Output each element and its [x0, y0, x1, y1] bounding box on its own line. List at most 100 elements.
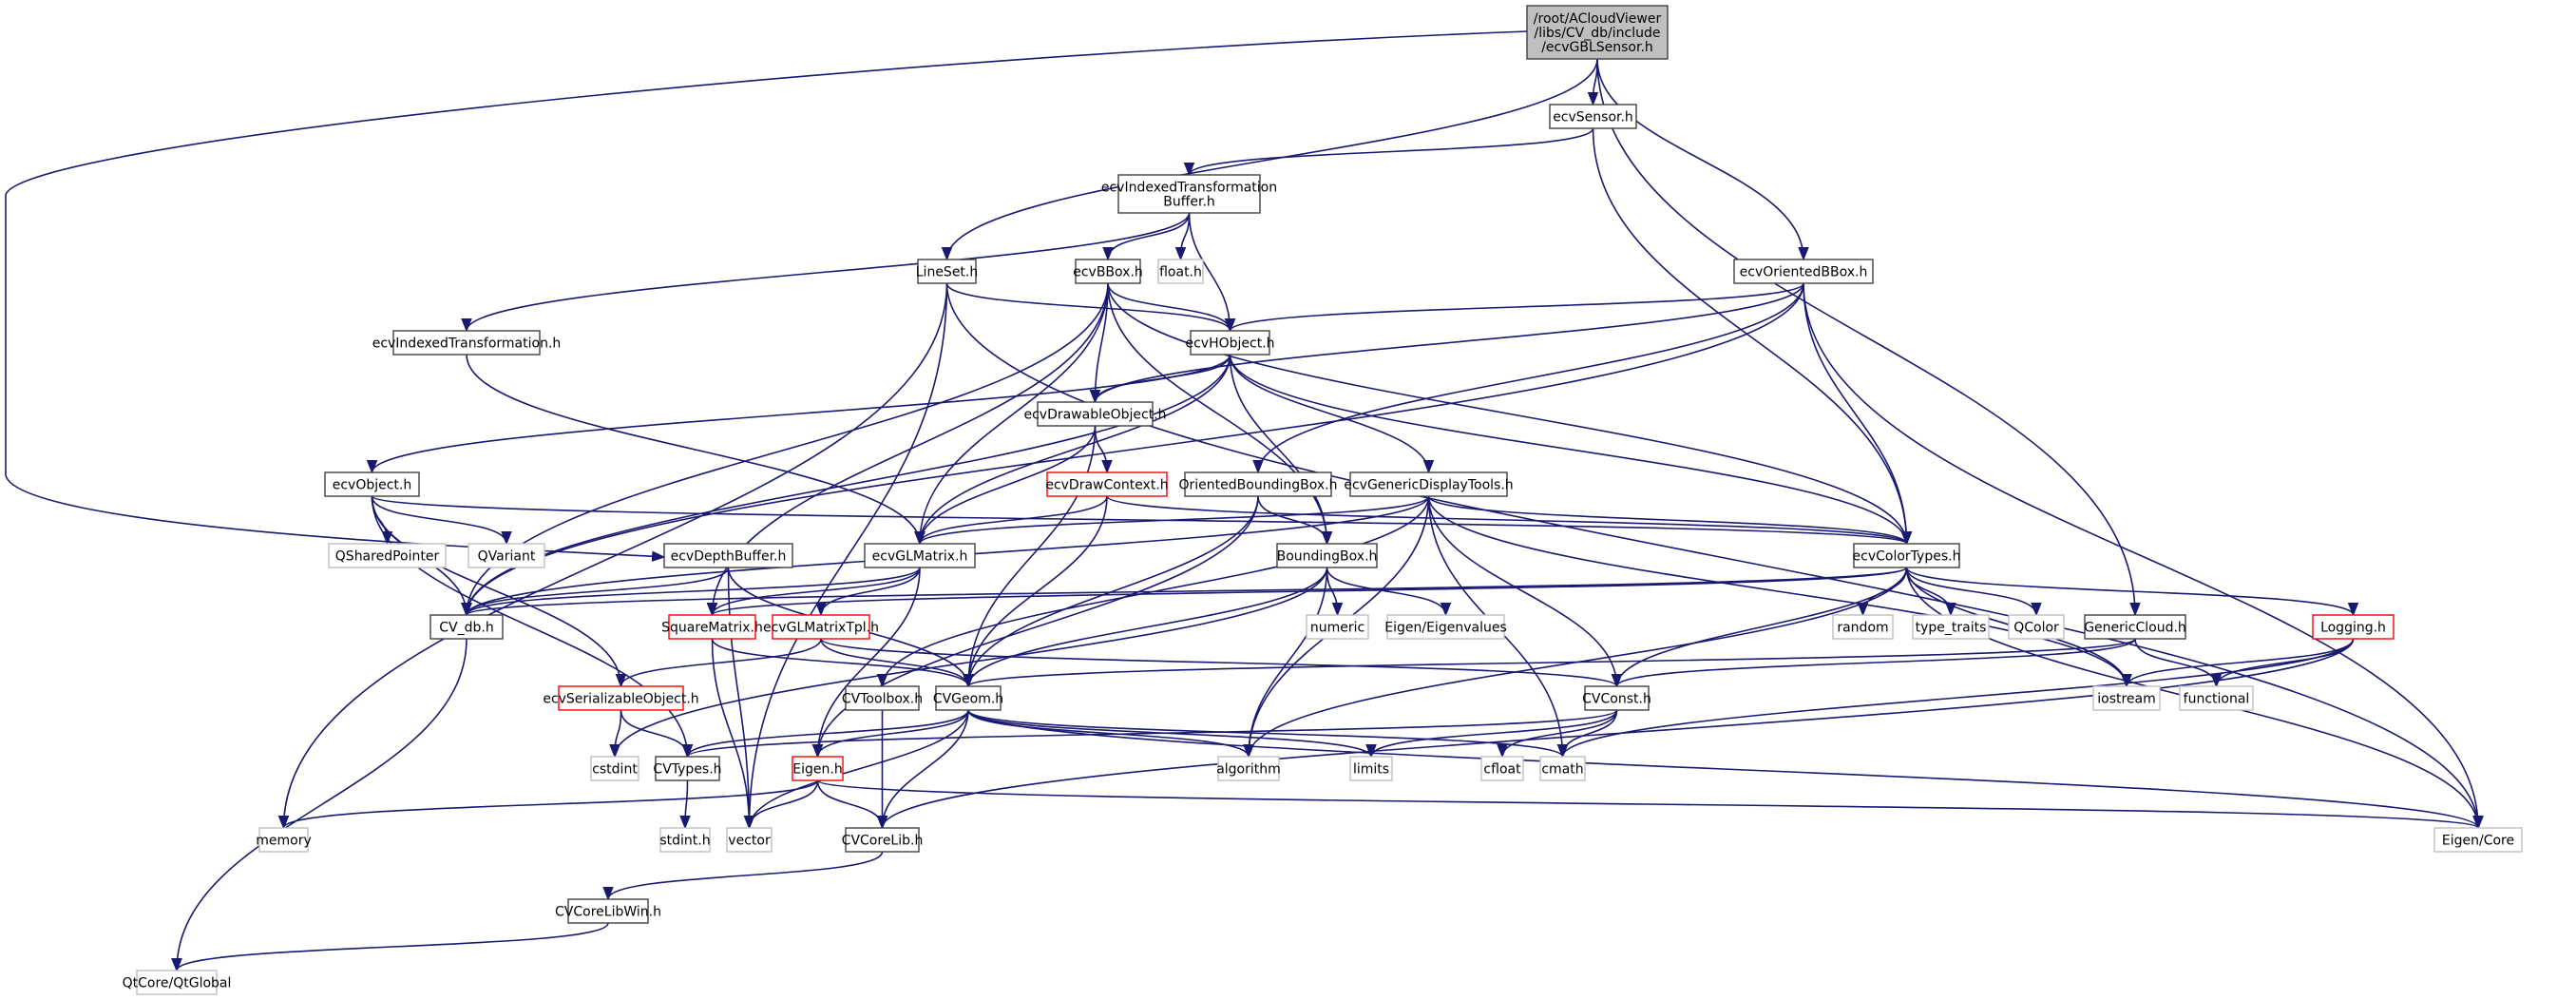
edge-cvgeom-to-cvtypes [681, 709, 969, 759]
edge-ecv-color-types-to-type-traits [1905, 567, 1956, 617]
edge-cvcore-lib-win-to-qt-global [171, 922, 609, 972]
node-generic-cloud[interactable]: GenericCloud.h [2084, 614, 2186, 640]
node-box [655, 756, 720, 781]
node-box [1832, 614, 1894, 640]
node-ecv-sensor[interactable]: ecvSensor.h [1549, 104, 1637, 129]
edge-ecv-bbox-to-ecv-glmatrix [914, 282, 1109, 546]
node-box [917, 259, 977, 284]
edge-eigen-to-cvcore-lib [816, 779, 888, 830]
node-cvcore-lib-win[interactable]: CVCoreLibWin.h [555, 898, 661, 924]
node-cvgeom[interactable]: CVGeom.h [933, 685, 1003, 711]
node-label: LineSet.h [916, 265, 979, 280]
node-cvtypes[interactable]: CVTypes.h [653, 756, 722, 781]
node-label: QtCore/QtGlobal [123, 976, 232, 991]
node-qcolor: QColor [2008, 614, 2065, 640]
node-ecv-hobject[interactable]: ecvHObject.h [1185, 330, 1275, 356]
edge-cv-db-to-qt-global [171, 638, 467, 972]
edge-ecv-draw-context-to-ecv-glmatrix [914, 495, 1108, 546]
node-box [1276, 543, 1378, 568]
edge-eigen-to-vector [743, 779, 819, 830]
edge-line-set-to-ecv-hobject [945, 282, 1236, 333]
node-square-matrix[interactable]: SquareMatrix.h [661, 614, 763, 640]
node-line-set[interactable]: LineSet.h [916, 259, 979, 284]
node-root[interactable]: /root/ACloudViewer/libs/CV_db/include/ec… [1526, 5, 1669, 60]
node-label: type_traits [1916, 621, 1987, 636]
node-ecv-generic-display-tools[interactable]: ecvGenericDisplayTools.h [1344, 471, 1514, 497]
node-label: cstdint [592, 762, 638, 778]
edge-cvtypes-to-stdint [679, 779, 691, 830]
node-cv-db[interactable]: CV_db.h [429, 614, 504, 640]
node-ecv-indexed-transformation[interactable]: ecvIndexedTransformation.h [372, 330, 562, 356]
node-label: CVCoreLibWin.h [555, 905, 661, 920]
edge-ecv-object-to-qvariant [371, 495, 512, 546]
edge-ecv-oriented-bbox-to-ecv-hobject [1225, 282, 1804, 333]
edge-eigen-to-eigen-core [816, 779, 2483, 830]
edge-cvgeom-to-cmath [967, 709, 1568, 759]
edge-cvcore-lib-to-cvcore-lib-win [602, 851, 884, 901]
node-label: ecvGLMatrixTpl.h [763, 621, 879, 636]
node-ecv-depth-buffer[interactable]: ecvDepthBuffer.h [663, 543, 793, 568]
node-label: ecvSerializableObject.h [543, 692, 698, 707]
node-ecv-glmatrix[interactable]: ecvGLMatrix.h [864, 543, 976, 568]
node-label: /libs/CV_db/include [1535, 26, 1661, 41]
node-ecv-draw-context[interactable]: ecvDrawContext.h [1045, 471, 1169, 497]
edge-ecv-oriented-bbox-to-cv-db [461, 282, 1804, 617]
edge-cvconst-to-cvtypes [682, 709, 1618, 759]
node-box [2312, 614, 2395, 640]
node-cvtoolbox[interactable]: CVToolbox.h [842, 685, 923, 711]
node-box [558, 685, 684, 711]
edge-ecv-generic-display-tools-to-cvconst [1427, 495, 1623, 688]
node-cvcore-lib[interactable]: CVCoreLib.h [842, 827, 924, 853]
node-ecv-bbox[interactable]: ecvBBox.h [1073, 259, 1143, 284]
node-label: ecvSensor.h [1553, 110, 1633, 125]
node-box [1853, 543, 1960, 568]
node-label: ecvDrawableObject.h [1023, 408, 1166, 423]
node-box [2084, 614, 2186, 640]
edge-ecv-generic-display-tools-to-ecv-color-types [1427, 495, 1913, 546]
node-bounding-box[interactable]: BoundingBox.h [1276, 543, 1378, 568]
node-ecv-oriented-bbox[interactable]: ecvOrientedBBox.h [1733, 259, 1874, 284]
edge-cvgeom-to-eigen [811, 709, 969, 759]
node-label: ecvIndexedTransformation.h [372, 337, 562, 352]
node-ecv-drawable-object[interactable]: ecvDrawableObject.h [1023, 401, 1167, 427]
node-eigen-core: Eigen/Core [2433, 827, 2523, 853]
node-box [1733, 259, 1874, 284]
edge-ecv-serializable-object-to-cvtypes [620, 709, 694, 759]
node-label: ecvIndexedTransformation [1101, 181, 1277, 196]
node-ecv-object[interactable]: ecvObject.h [324, 471, 420, 497]
node-cvconst[interactable]: CVConst.h [1582, 685, 1651, 711]
node-eigen[interactable]: Eigen.h [792, 756, 844, 781]
edge-ecv-indexed-transformation-buffer-to-ecv-indexed-transformation [461, 212, 1191, 333]
edge-ecv-oriented-bbox-to-eigen-core [1803, 282, 2484, 830]
edge-root-to-line-set [941, 58, 1598, 261]
node-ecv-glmatrix-tpl[interactable]: ecvGLMatrixTpl.h [763, 614, 879, 640]
node-cmath: cmath [1539, 756, 1586, 781]
node-label: /root/ACloudViewer [1534, 11, 1662, 27]
node-box [1306, 614, 1369, 640]
edge-ecv-sensor-to-ecv-color-types [1592, 127, 1913, 546]
node-ecv-serializable-object[interactable]: ecvSerializableObject.h [543, 685, 699, 711]
node-cstdint: cstdint [590, 756, 639, 781]
node-box [136, 970, 218, 995]
node-box [2179, 685, 2254, 711]
node-algorithm: algorithm [1216, 756, 1281, 781]
node-label: ecvGenericDisplayTools.h [1344, 478, 1513, 493]
edge-ecv-color-types-to-cvconst [1611, 567, 1908, 688]
edge-ecv-oriented-bbox-to-oriented-bounding-box [1252, 282, 1804, 474]
node-label: ecvDrawContext.h [1045, 478, 1168, 493]
node-label: functional [2184, 692, 2250, 707]
edge-ecv-glmatrix-to-ecv-glmatrix-tpl [815, 567, 921, 617]
node-label: algorithm [1216, 762, 1281, 778]
edge-ecv-oriented-bbox-to-ecv-drawable-object [1089, 282, 1804, 404]
node-box [324, 471, 420, 497]
node-box [792, 756, 844, 781]
edge-oriented-bounding-box-to-cvgeom [963, 495, 1259, 688]
edge-ecv-depth-buffer-to-cv-db [461, 567, 730, 617]
node-ecv-color-types[interactable]: ecvColorTypes.h [1853, 543, 1961, 568]
node-qvariant: QVariant [467, 543, 545, 568]
node-label: /ecvGBLSensor.h [1541, 40, 1653, 55]
node-logging[interactable]: Logging.h [2312, 614, 2395, 640]
edge-ecv-generic-display-tools-to-iostream [1427, 495, 2132, 688]
node-oriented-bounding-box[interactable]: OrientedBoundingBox.h [1179, 471, 1338, 497]
